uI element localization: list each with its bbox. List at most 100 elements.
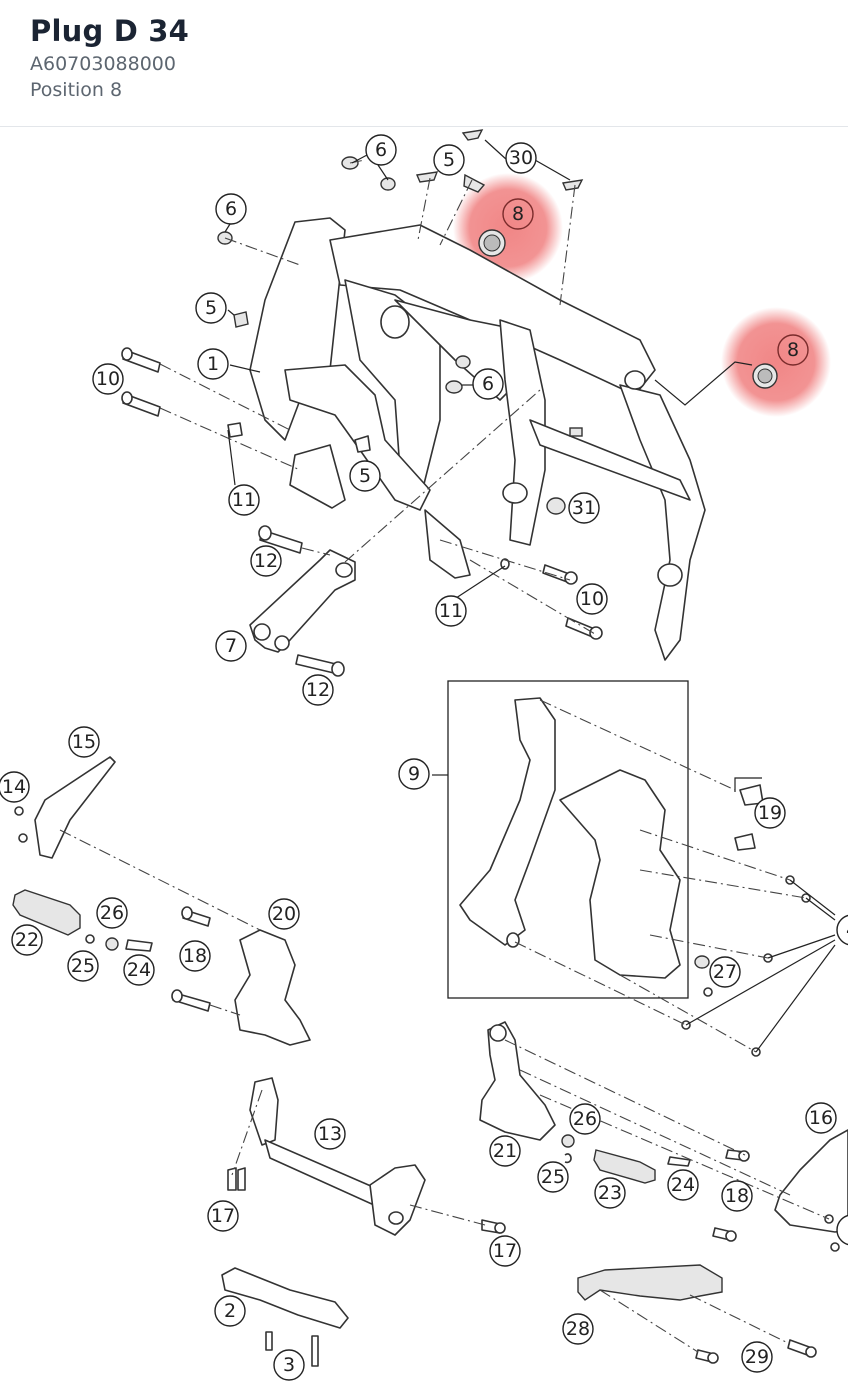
- callouts: 6 5 30 6 8 5 8 1 10 6 11 5 31 12 10 11 7…: [0, 134, 848, 1381]
- svg-text:5: 5: [443, 149, 455, 171]
- callout-31[interactable]: 31: [568, 492, 600, 524]
- callout-13[interactable]: 13: [314, 1118, 346, 1150]
- callout-18[interactable]: 18: [179, 940, 211, 972]
- callout-22[interactable]: 22: [11, 924, 43, 956]
- callout-8[interactable]: 8: [502, 198, 534, 230]
- callout-2[interactable]: 2: [214, 1295, 246, 1327]
- callout-24[interactable]: 24: [667, 1169, 699, 1201]
- svg-text:10: 10: [96, 368, 120, 390]
- callout-15[interactable]: 15: [68, 726, 100, 758]
- callout-11[interactable]: 11: [228, 484, 260, 516]
- svg-text:8: 8: [787, 339, 799, 361]
- svg-text:2: 2: [224, 1300, 236, 1322]
- callout-1[interactable]: 1: [197, 348, 229, 380]
- svg-text:28: 28: [566, 1318, 590, 1340]
- callout-11[interactable]: 11: [435, 595, 467, 627]
- callout-28[interactable]: 28: [562, 1313, 594, 1345]
- callout-9[interactable]: 9: [398, 758, 430, 790]
- svg-text:12: 12: [306, 679, 330, 701]
- svg-text:11: 11: [439, 600, 463, 622]
- svg-text:25: 25: [541, 1166, 565, 1188]
- svg-text:27: 27: [713, 961, 737, 983]
- chain-guard-box: [432, 680, 836, 1057]
- svg-text:24: 24: [671, 1174, 695, 1196]
- svg-text:31: 31: [572, 497, 596, 519]
- svg-text:6: 6: [375, 139, 387, 161]
- svg-text:17: 17: [211, 1205, 235, 1227]
- svg-text:14: 14: [2, 776, 26, 798]
- callout-17[interactable]: 17: [207, 1200, 239, 1232]
- svg-text:15: 15: [72, 731, 96, 753]
- frame-bolts: [121, 347, 603, 677]
- svg-text:5: 5: [205, 297, 217, 319]
- svg-text:20: 20: [272, 903, 296, 925]
- plug-part-8a[interactable]: [478, 229, 506, 257]
- svg-text:1: 1: [846, 1219, 848, 1241]
- part-number: A60703088000: [30, 53, 176, 75]
- leader-lines: [224, 139, 571, 601]
- callout-6[interactable]: 6: [472, 368, 504, 400]
- main-frame: [249, 217, 706, 661]
- svg-text:21: 21: [493, 1140, 517, 1162]
- svg-text:16: 16: [809, 1107, 833, 1129]
- callout-5[interactable]: 5: [433, 144, 465, 176]
- callout-16[interactable]: 16: [805, 1102, 837, 1134]
- svg-text:29: 29: [745, 1346, 769, 1368]
- callout-25[interactable]: 25: [67, 950, 99, 982]
- svg-text:11: 11: [232, 489, 256, 511]
- callout-20[interactable]: 20: [268, 898, 300, 930]
- svg-text:3: 3: [283, 1354, 295, 1376]
- callout-30[interactable]: 30: [505, 142, 537, 174]
- svg-text:23: 23: [598, 1182, 622, 1204]
- callout-14[interactable]: 14: [0, 771, 30, 803]
- svg-text:1: 1: [207, 353, 219, 375]
- header: Plug D 34 A60703088000 Position 8: [0, 0, 848, 127]
- part-position: Position 8: [30, 79, 123, 101]
- footrest-left-group: [12, 756, 311, 1046]
- stand-group: [221, 1077, 817, 1367]
- callout-8[interactable]: 8: [777, 334, 809, 366]
- callout-5[interactable]: 5: [349, 460, 381, 492]
- callout-12[interactable]: 12: [302, 674, 334, 706]
- svg-text:6: 6: [482, 373, 494, 395]
- frame-small-parts: [217, 129, 584, 515]
- svg-text:5: 5: [359, 465, 371, 487]
- svg-text:25: 25: [71, 955, 95, 977]
- plug-part-8b[interactable]: [752, 363, 778, 389]
- svg-text:8: 8: [512, 203, 524, 225]
- callout-10[interactable]: 10: [92, 363, 124, 395]
- callout-21[interactable]: 21: [489, 1135, 521, 1167]
- callout-25[interactable]: 25: [537, 1161, 569, 1193]
- callout-18[interactable]: 18: [721, 1180, 753, 1212]
- callout-6[interactable]: 6: [215, 193, 247, 225]
- callout-24[interactable]: 24: [123, 954, 155, 986]
- svg-text:9: 9: [408, 763, 420, 785]
- callout-10[interactable]: 10: [576, 583, 608, 615]
- callout-29[interactable]: 29: [741, 1341, 773, 1373]
- callout-3[interactable]: 3: [273, 1349, 305, 1381]
- callout-7[interactable]: 7: [215, 630, 247, 662]
- svg-text:30: 30: [509, 147, 533, 169]
- engine-mount-left: [289, 444, 471, 579]
- svg-text:10: 10: [580, 588, 604, 610]
- exploded-parts-diagram[interactable]: 6 5 30 6 8 5 8 1 10 6 11 5 31 12 10 11 7…: [0, 127, 848, 1390]
- callout-26[interactable]: 26: [569, 1103, 601, 1135]
- svg-text:18: 18: [183, 945, 207, 967]
- svg-text:6: 6: [225, 198, 237, 220]
- callout-27[interactable]: 27: [709, 956, 741, 988]
- svg-text:12: 12: [254, 550, 278, 572]
- callout-23[interactable]: 23: [594, 1177, 626, 1209]
- callout-4[interactable]: 4: [836, 914, 848, 946]
- callout-5[interactable]: 5: [195, 292, 227, 324]
- svg-text:18: 18: [725, 1185, 749, 1207]
- engine-mount-7: [249, 549, 356, 653]
- callout-6[interactable]: 6: [365, 134, 397, 166]
- callout-17[interactable]: 17: [489, 1235, 521, 1267]
- callout-19[interactable]: 19: [754, 797, 786, 829]
- callout-1[interactable]: 1: [836, 1214, 848, 1246]
- callout-12[interactable]: 12: [250, 545, 282, 577]
- callout-26[interactable]: 26: [96, 897, 128, 929]
- svg-text:7: 7: [225, 635, 237, 657]
- svg-text:26: 26: [100, 902, 124, 924]
- svg-text:17: 17: [493, 1240, 517, 1262]
